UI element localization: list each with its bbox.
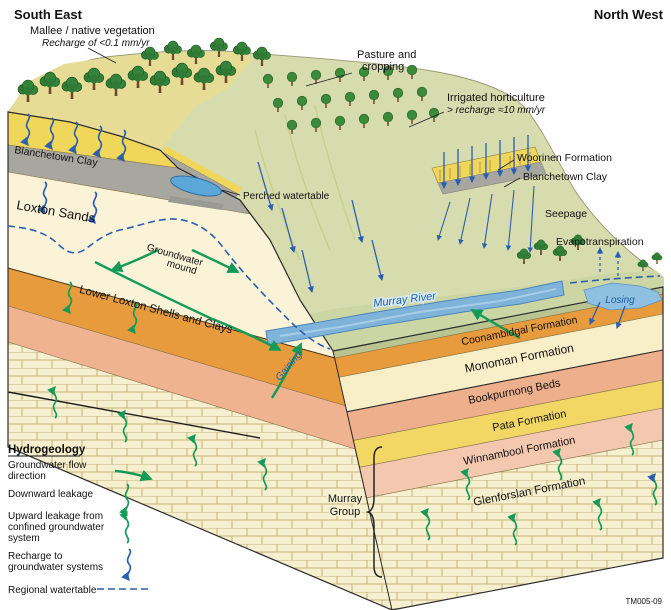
- legend-flow-1: Groundwater flow: [8, 460, 87, 471]
- label-evapotranspiration: Evapotranspiration: [556, 236, 644, 248]
- label-north-west: North West: [594, 7, 664, 22]
- legend-upward-1: Upward leakage from: [8, 511, 103, 522]
- downward-leakage-arrows: [62, 281, 138, 335]
- label-blanchetown-nw: Blanchetown Clay: [523, 171, 608, 183]
- river-highlight: [279, 288, 557, 337]
- regional-watertable-line: [7, 218, 331, 350]
- label-mallee-recharge: Recharge of <0.1 mm/yr: [42, 38, 150, 49]
- regional-watertable-line-right: [569, 275, 661, 284]
- mallee-plateau: [8, 52, 252, 150]
- label-pasture-2: cropping: [362, 61, 404, 73]
- leader-lines: [87, 47, 521, 196]
- label-horticulture: Irrigated horticulture: [447, 92, 545, 104]
- label-south-east: South East: [14, 7, 83, 22]
- label-seepage: Seepage: [545, 208, 587, 220]
- legend-downward-1: Downward leakage: [8, 489, 93, 500]
- evapotranspiration-arrows: [596, 246, 622, 276]
- face-junction-edge: [332, 350, 393, 610]
- slope-runoff-arrows: [257, 161, 384, 294]
- top-surface: [7, 50, 664, 352]
- label-pasture-1: Pasture and: [357, 49, 416, 61]
- label-perched-watertable: Perched watertable: [243, 191, 330, 202]
- legend-watertable-1: Regional watertable: [8, 585, 97, 596]
- legend-upward-2: confined groundwater: [8, 522, 105, 533]
- legend-upward-icon: [119, 510, 130, 544]
- bench-sand-outcrop: [162, 146, 242, 194]
- block-outline: [7, 111, 664, 610]
- label-mallee: Mallee / native vegetation: [30, 25, 155, 37]
- bookpurnong-top-contact: [333, 349, 663, 418]
- losing-wetland-patch: [583, 282, 663, 311]
- label-horticulture-recharge: > recharge ≈10 mm/yr: [447, 105, 546, 116]
- label-murray-group-2: Group: [330, 506, 361, 518]
- legend-flow-2: direction: [8, 471, 46, 482]
- label-woorinen: Woorinen Formation: [517, 152, 612, 164]
- legend-title: Hydrogeology: [8, 444, 86, 456]
- losing-arrows: [589, 301, 626, 329]
- legend-recharge-icon: [121, 548, 132, 582]
- legend-downward-icon: [119, 483, 130, 517]
- seepage-arrows: [436, 185, 535, 253]
- murray-group-brace: [365, 446, 383, 578]
- legend: Hydrogeology Groundwater flow direction …: [8, 444, 153, 596]
- upward-leakage-arrows: [47, 385, 658, 546]
- coonambidgal-layer: [333, 293, 663, 382]
- murray-river-group: [265, 280, 565, 346]
- recharge-arrows-horticulture: [440, 135, 532, 190]
- label-murray-group-1: Murray: [328, 493, 363, 505]
- glenforslan-layer: [333, 439, 663, 610]
- blanchetown-band-nw: [437, 161, 547, 195]
- legend-upward-3: system: [8, 533, 40, 544]
- recharge-arrows-mallee: [20, 113, 127, 225]
- legend-flow-icon: [114, 469, 153, 482]
- marker-horizon-line: [7, 391, 261, 439]
- pata-layer: [333, 379, 663, 476]
- winnambool-layer: [333, 407, 663, 508]
- monoman-layer: [333, 313, 663, 418]
- perched-clay-sliver: [168, 196, 224, 210]
- legend-recharge-1: Recharge to: [8, 551, 63, 562]
- groundwater-flow-arrows: [94, 248, 521, 399]
- perched-watertable-lens: [170, 175, 222, 197]
- figure-code: TM005-09: [626, 597, 663, 606]
- label-losing: Losing: [605, 295, 635, 306]
- legend-recharge-2: groundwater systems: [8, 562, 103, 573]
- nw-face: [333, 287, 663, 610]
